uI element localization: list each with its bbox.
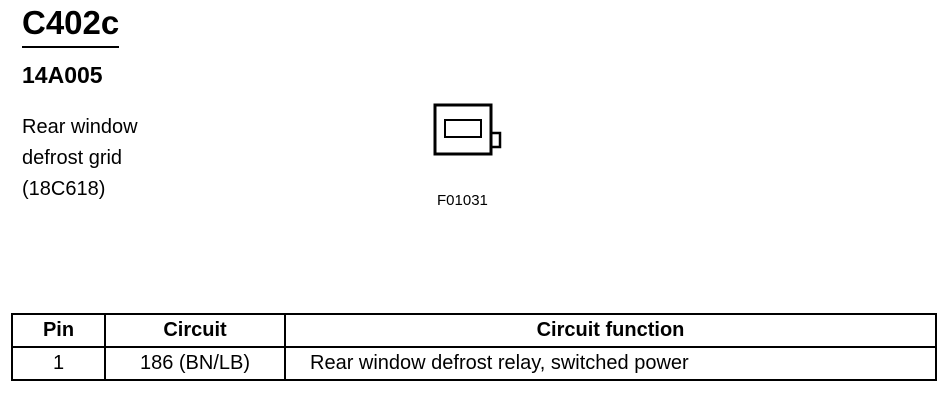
pin-column-header: Pin: [11, 313, 106, 348]
figure-code: F01031: [437, 192, 488, 209]
circuit-column-header: Circuit: [104, 313, 286, 348]
connector-id: C402c: [22, 2, 120, 48]
description-line: (18C618): [22, 178, 106, 200]
pin-cell: 1: [11, 346, 106, 381]
function-column-header: Circuit function: [284, 313, 937, 348]
description-line: Rear window: [22, 116, 138, 138]
table-header-row: Pin Circuit Circuit function: [11, 313, 937, 348]
pinout-table: Pin Circuit Circuit function 1 186 (BN/L…: [11, 313, 937, 381]
table-row: 1 186 (BN/LB) Rear window defrost relay,…: [11, 346, 937, 381]
component-description: Rear window defrost grid (18C618): [22, 112, 138, 205]
circuit-cell: 186 (BN/LB): [104, 346, 286, 381]
connector-face-icon: [433, 103, 502, 156]
function-cell: Rear window defrost relay, switched powe…: [284, 346, 937, 381]
part-number: 14A005: [22, 62, 103, 88]
description-line: defrost grid: [22, 147, 123, 169]
